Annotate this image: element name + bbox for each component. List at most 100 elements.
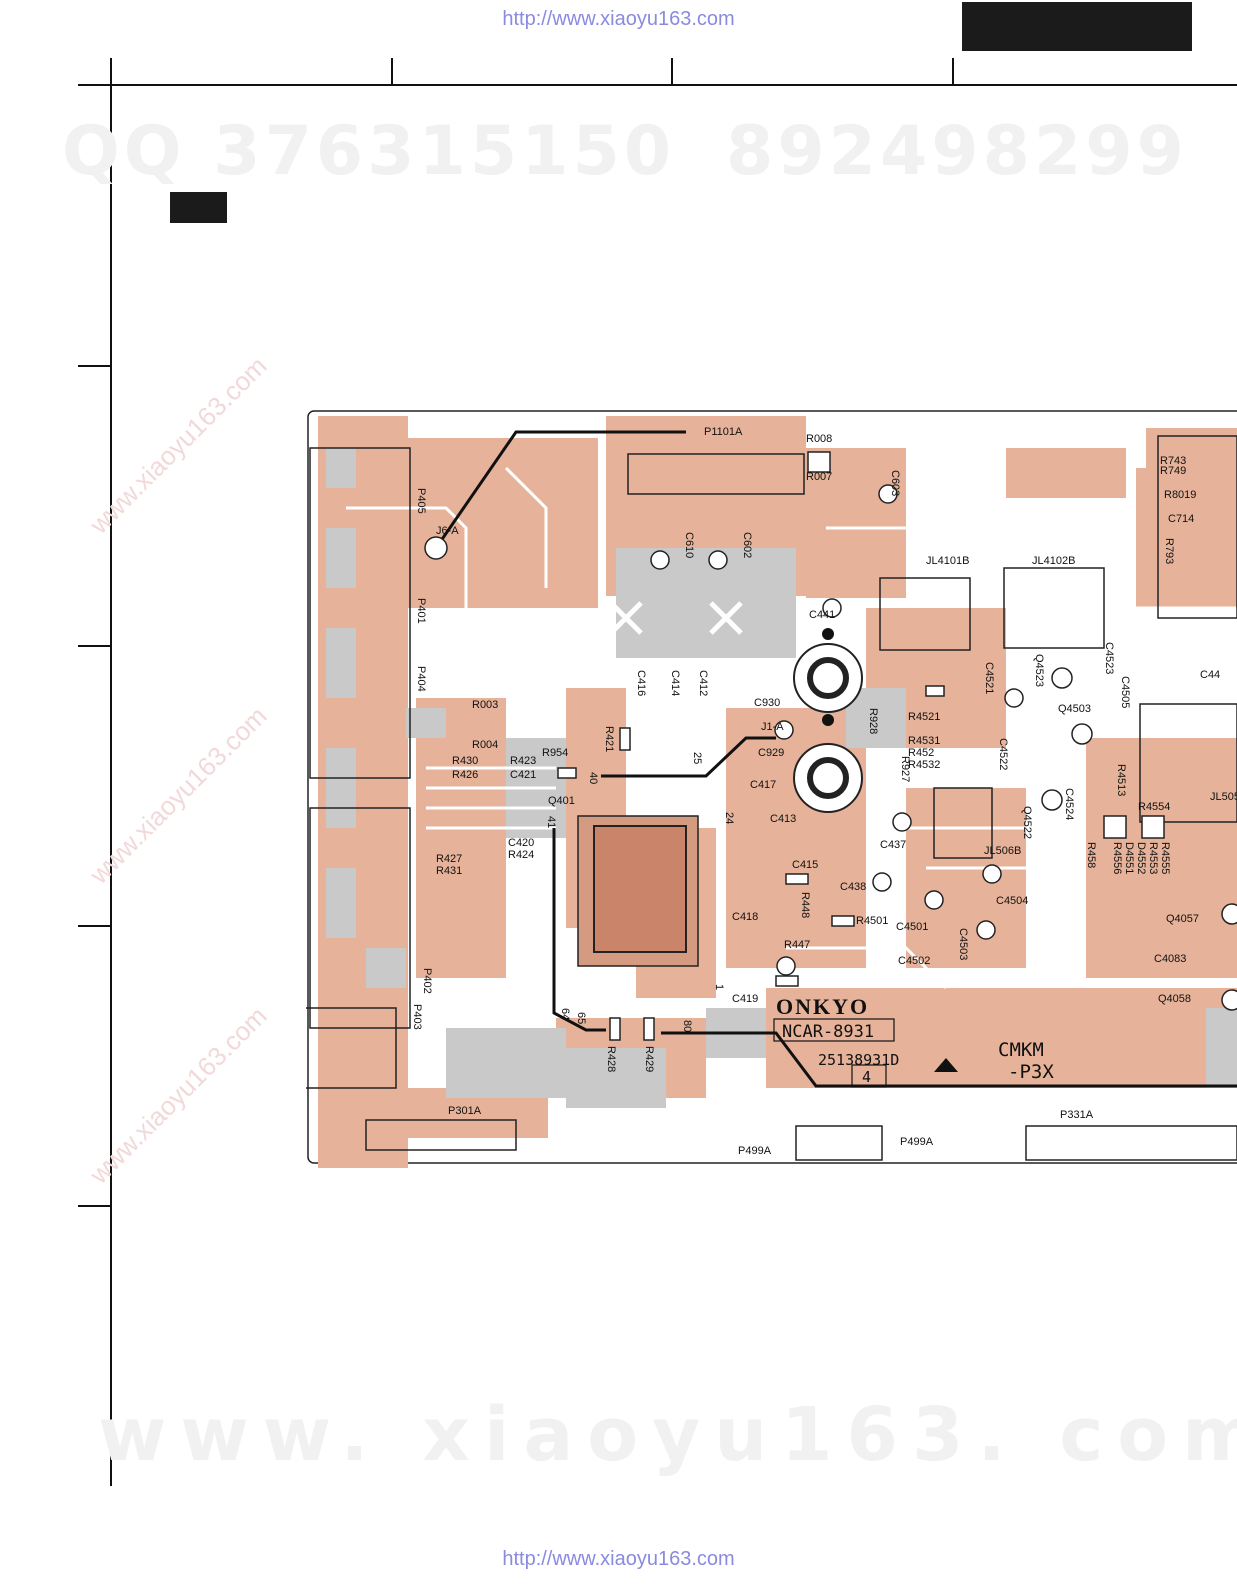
svg-text:R458: R458 xyxy=(1085,842,1097,868)
watermark-site: www. xiaoyu163. com xyxy=(98,1392,1237,1478)
svg-text:C415: C415 xyxy=(792,859,818,871)
svg-text:R927: R927 xyxy=(899,756,911,782)
svg-text:C418: C418 xyxy=(732,911,758,923)
ic-pin-label: 64 xyxy=(559,1008,571,1020)
svg-text:P1101A: P1101A xyxy=(704,426,743,438)
svg-text:D4551: D4551 xyxy=(1123,842,1135,874)
connector-outlines xyxy=(306,435,1237,1161)
ic-pin-numbers: 40 25 24 41 64 65 80 1 xyxy=(545,752,735,1032)
rotated-labels: P405 P401 P404 P402 P403 C603 C610 C602 … xyxy=(411,470,1175,1072)
svg-text:Q4522: Q4522 xyxy=(1021,806,1033,839)
svg-text:C714: C714 xyxy=(1168,513,1194,525)
svg-text:R4531: R4531 xyxy=(908,735,940,747)
svg-text:P401: P401 xyxy=(415,598,427,624)
svg-text:R004: R004 xyxy=(472,739,498,751)
model-line1: CMKM xyxy=(998,1039,1044,1061)
svg-text:R4501: R4501 xyxy=(856,915,888,927)
svg-text:C419: C419 xyxy=(732,993,758,1005)
row-tick xyxy=(78,645,111,647)
row-tick xyxy=(78,925,111,927)
svg-text:R4556: R4556 xyxy=(1111,842,1123,874)
svg-text:C4524: C4524 xyxy=(1063,788,1075,820)
svg-text:R007: R007 xyxy=(806,471,832,483)
svg-text:R448: R448 xyxy=(799,892,811,918)
board-markings: ONKYO NCAR-8931 25138931D 4 CMKM -P3X xyxy=(773,994,1054,1088)
ic-pin-label: 1 xyxy=(713,984,725,990)
svg-text:C44: C44 xyxy=(1200,669,1220,681)
svg-text:C602: C602 xyxy=(741,532,753,558)
svg-text:R008: R008 xyxy=(806,433,832,445)
svg-text:R428: R428 xyxy=(605,1046,617,1072)
svg-text:C4505: C4505 xyxy=(1119,676,1131,708)
svg-text:R8019: R8019 xyxy=(1164,489,1196,501)
svg-text:R4513: R4513 xyxy=(1115,764,1127,796)
svg-text:D4552: D4552 xyxy=(1135,842,1147,874)
model-line2: -P3X xyxy=(1008,1061,1054,1083)
frame-left-rule xyxy=(110,58,112,1486)
ic-pin-label: 40 xyxy=(587,772,599,784)
ic-pin-label: 80 xyxy=(681,1020,693,1032)
board-serial: 25138931D xyxy=(818,1051,899,1069)
svg-text:Q4058: Q4058 xyxy=(1158,993,1191,1005)
svg-text:JL4101B: JL4101B xyxy=(926,555,969,567)
watermark-diagonal: www.xiaoyu163.com xyxy=(83,700,273,890)
brand-logo: ONKYO xyxy=(776,994,869,1019)
ic-pin-label: 41 xyxy=(545,816,557,828)
svg-text:C438: C438 xyxy=(840,881,866,893)
component-labels: P1101A R008 R007 J6-A J1-A C930 C929 C44… xyxy=(436,426,1237,1157)
svg-text:C412: C412 xyxy=(697,670,709,696)
svg-text:P403: P403 xyxy=(411,1004,423,1030)
svg-text:R429: R429 xyxy=(643,1046,655,1072)
silkscreen-lines xyxy=(434,430,1237,1088)
source-url-top[interactable]: http://www.xiaoyu163.com xyxy=(502,8,735,30)
svg-text:C414: C414 xyxy=(669,670,681,696)
svg-text:R4553: R4553 xyxy=(1147,842,1159,874)
svg-text:C413: C413 xyxy=(770,813,796,825)
ground-layer xyxy=(326,448,1237,1108)
watermark-diagonal: www.xiaoyu163.com xyxy=(83,1000,273,1190)
svg-text:R4532: R4532 xyxy=(908,759,940,771)
svg-text:C930: C930 xyxy=(754,697,780,709)
svg-text:R743: R743 xyxy=(1160,455,1186,467)
svg-text:JL506B: JL506B xyxy=(984,845,1021,857)
row-tick xyxy=(78,365,111,367)
large-capacitors xyxy=(793,628,863,813)
svg-text:C441: C441 xyxy=(809,609,835,621)
svg-text:P404: P404 xyxy=(415,666,427,692)
svg-text:C417: C417 xyxy=(750,779,776,791)
pcb-layout: P1101A R008 R007 J6-A J1-A C930 C929 C44… xyxy=(306,408,1237,1168)
source-url-bottom[interactable]: http://www.xiaoyu163.com xyxy=(502,1548,735,1570)
svg-text:P331A: P331A xyxy=(1060,1109,1094,1121)
svg-text:R423: R423 xyxy=(510,755,536,767)
board-part-number: NCAR-8931 xyxy=(782,1022,874,1042)
svg-text:Q4057: Q4057 xyxy=(1166,913,1199,925)
ic-pin-label: 25 xyxy=(691,752,703,764)
svg-text:R431: R431 xyxy=(436,865,462,877)
svg-text:Q4503: Q4503 xyxy=(1058,703,1091,715)
watermark-qq: QQ 376315150 xyxy=(62,112,676,191)
pcb-artwork: P1101A R008 R007 J6-A J1-A C930 C929 C44… xyxy=(306,410,1237,1168)
svg-text:R447: R447 xyxy=(784,939,810,951)
svg-text:JL4102B: JL4102B xyxy=(1032,555,1075,567)
svg-text:C420: C420 xyxy=(508,837,534,849)
svg-text:P402: P402 xyxy=(421,968,433,994)
main-ic xyxy=(577,815,699,967)
svg-text:C4523: C4523 xyxy=(1103,642,1115,674)
column-tick xyxy=(671,58,673,85)
svg-text:R954: R954 xyxy=(542,747,568,759)
svg-text:C4504: C4504 xyxy=(996,895,1028,907)
svg-text:R749: R749 xyxy=(1160,465,1186,477)
svg-text:R452: R452 xyxy=(908,747,934,759)
svg-text:Q4523: Q4523 xyxy=(1033,654,1045,687)
svg-text:R4555: R4555 xyxy=(1159,842,1171,874)
svg-text:C437: C437 xyxy=(880,839,906,851)
svg-text:P405: P405 xyxy=(415,488,427,514)
svg-text:R4521: R4521 xyxy=(908,711,940,723)
svg-text:JL505: JL505 xyxy=(1210,791,1237,803)
svg-text:R928: R928 xyxy=(867,708,879,734)
board-revision: 4 xyxy=(862,1068,871,1086)
watermark-phone: 892498299 xyxy=(726,112,1188,191)
ic-pin-label: 65 xyxy=(575,1012,587,1024)
svg-text:R4554: R4554 xyxy=(1138,801,1170,813)
svg-text:P499A: P499A xyxy=(738,1145,772,1157)
